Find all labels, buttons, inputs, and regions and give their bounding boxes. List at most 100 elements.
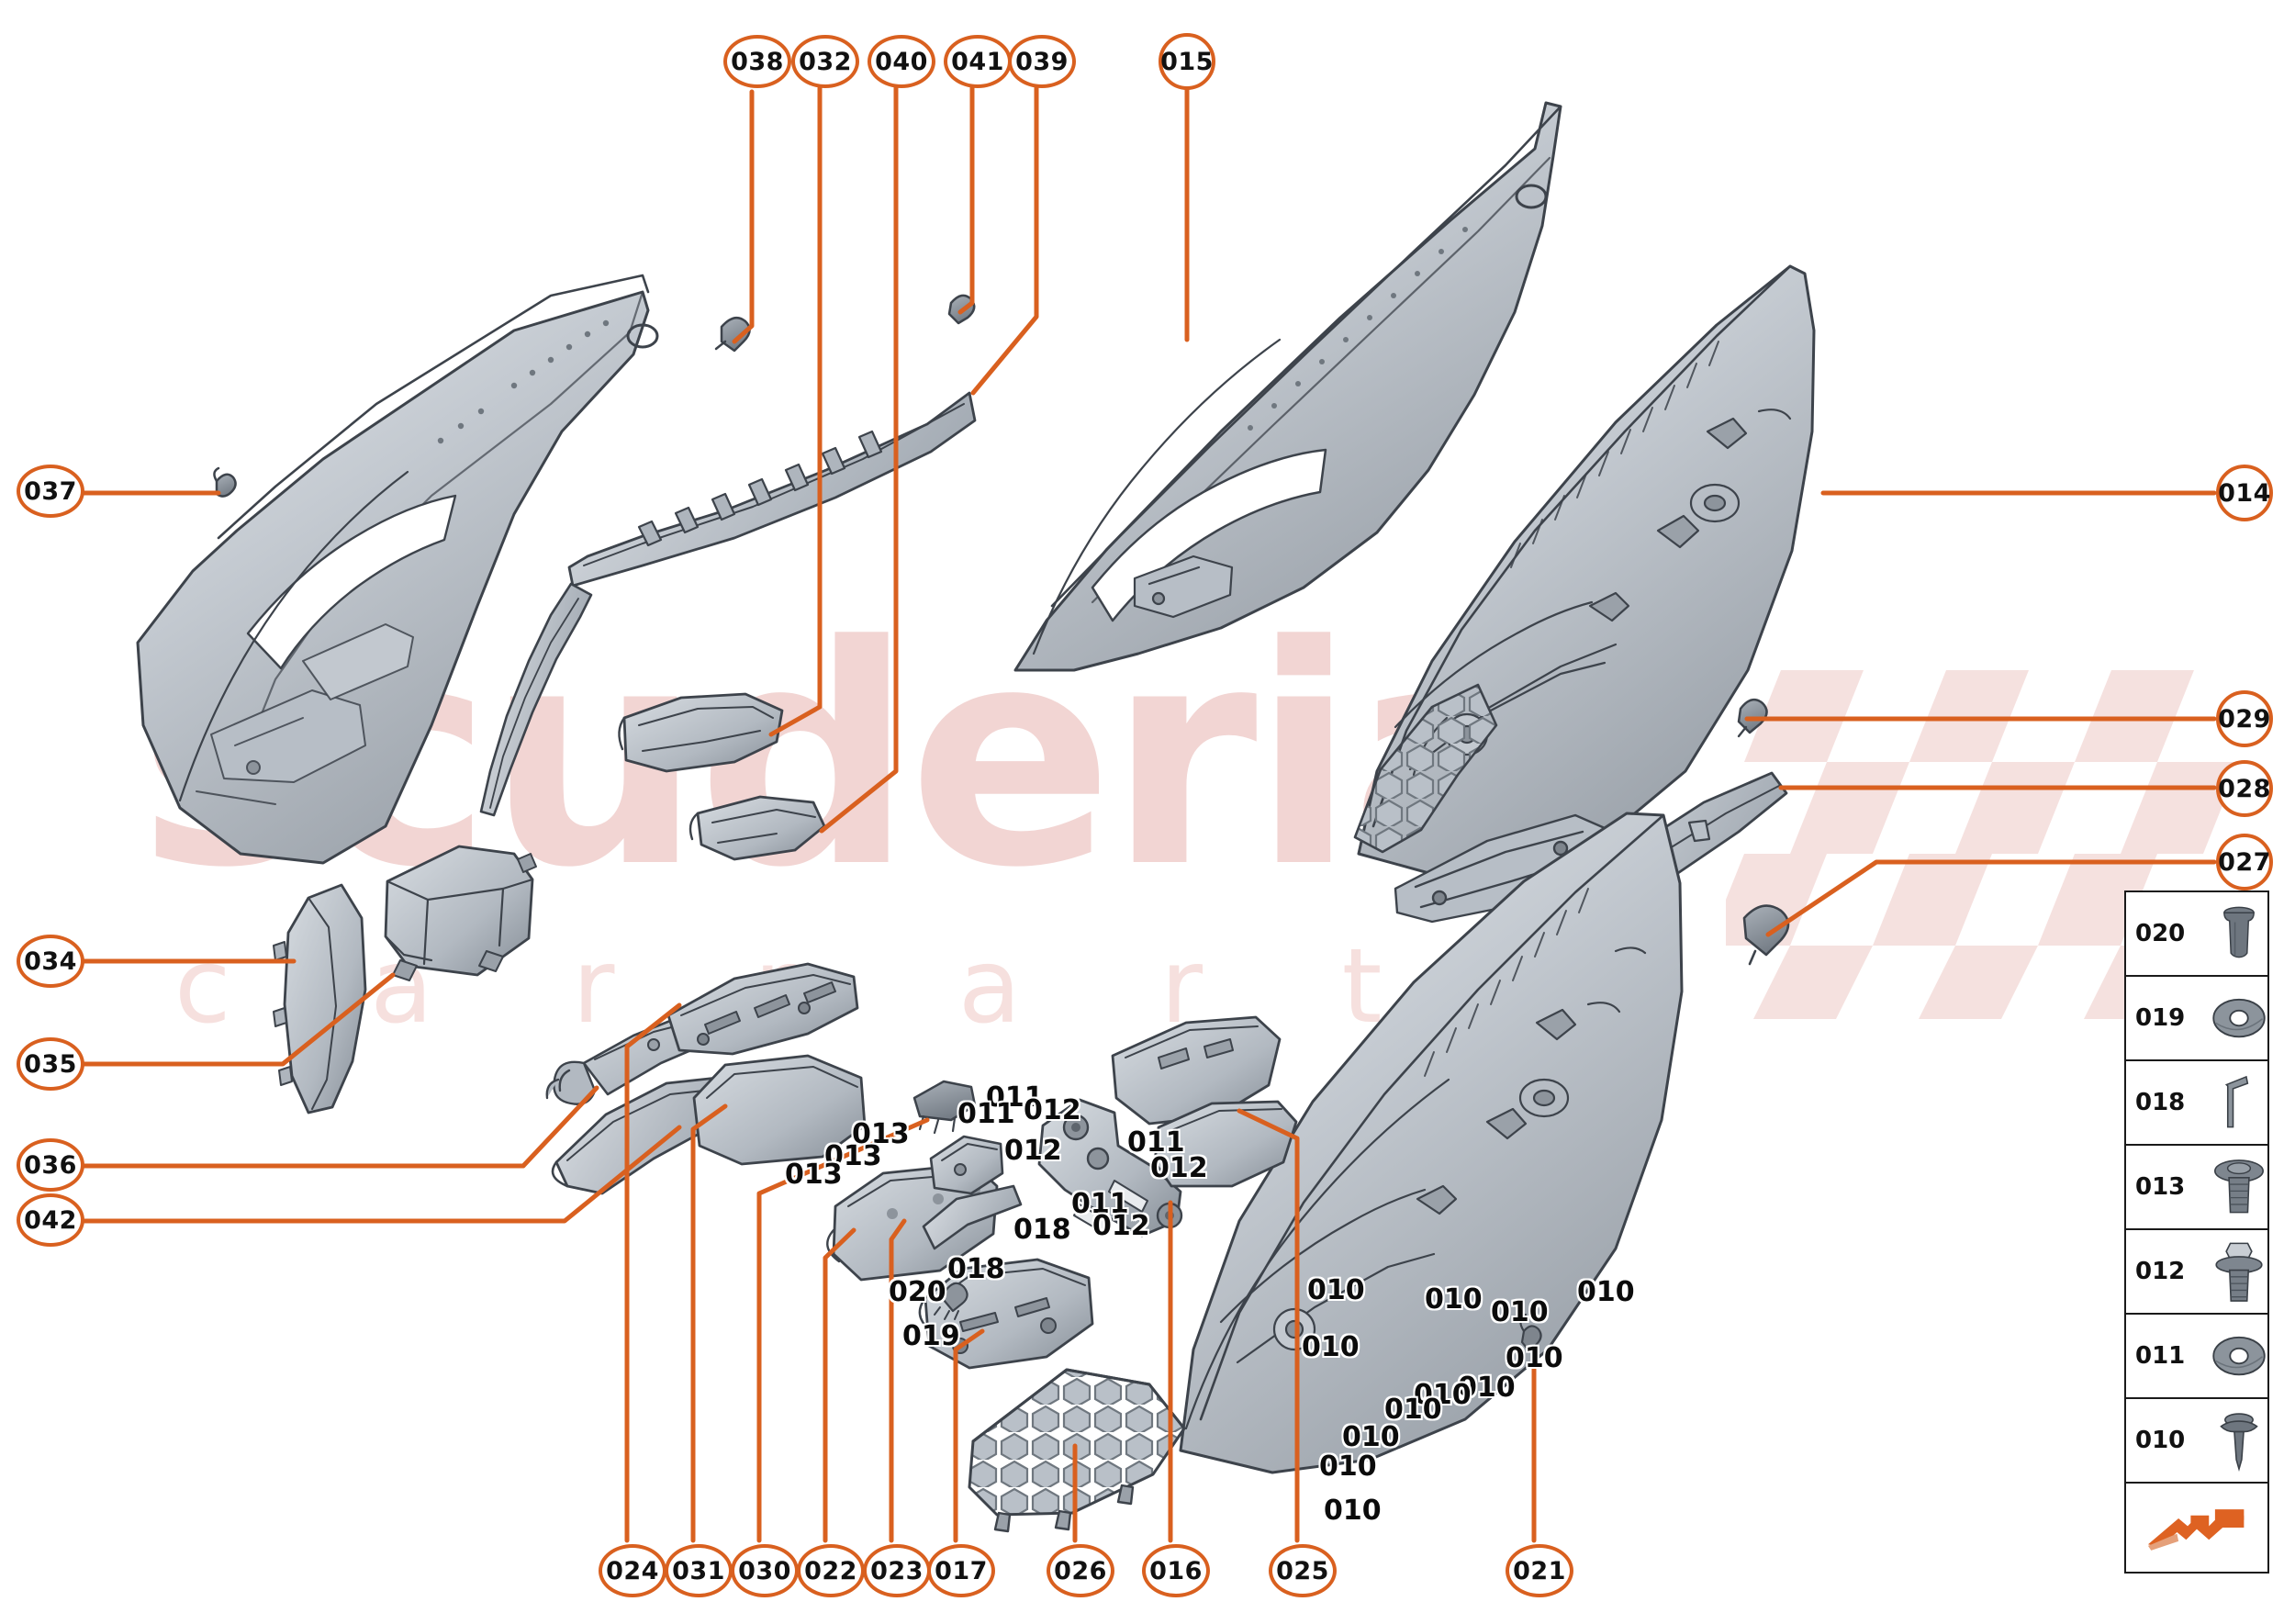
inline-label-011: 011 bbox=[1127, 1126, 1185, 1159]
part-034-side-trim bbox=[273, 883, 367, 1114]
legend-row-018[interactable]: 018 bbox=[2126, 1061, 2267, 1146]
callout-bubble-035[interactable]: 035 bbox=[17, 1037, 84, 1091]
leader-line-032 bbox=[768, 85, 823, 737]
callout-number: 034 bbox=[24, 946, 77, 976]
inline-label-010: 010 bbox=[1319, 1450, 1377, 1483]
callout-number: 016 bbox=[1149, 1556, 1203, 1585]
inline-label-010: 010 bbox=[1506, 1342, 1563, 1374]
callout-bubble-037[interactable]: 037 bbox=[17, 465, 84, 518]
legend-number: 013 bbox=[2135, 1173, 2186, 1201]
part-037-clip bbox=[213, 466, 237, 498]
callout-bubble-014[interactable]: 014 bbox=[2216, 465, 2273, 521]
leader-line-022 bbox=[823, 1227, 856, 1543]
callout-bubble-024[interactable]: 024 bbox=[599, 1544, 666, 1597]
legend-row-012[interactable]: 012 bbox=[2126, 1230, 2267, 1315]
callout-bubble-017[interactable]: 017 bbox=[927, 1544, 995, 1597]
callout-bubble-031[interactable]: 031 bbox=[665, 1544, 733, 1597]
callout-bubble-034[interactable]: 034 bbox=[17, 935, 84, 988]
callout-number: 039 bbox=[1015, 47, 1069, 76]
callout-number: 022 bbox=[804, 1556, 857, 1585]
callout-bubble-027[interactable]: 027 bbox=[2216, 834, 2273, 890]
leader-line-041 bbox=[957, 85, 975, 315]
callout-bubble-026[interactable]: 026 bbox=[1047, 1544, 1114, 1597]
inline-label-013: 013 bbox=[824, 1140, 882, 1172]
leader-line-023 bbox=[889, 1218, 907, 1543]
callout-number: 036 bbox=[24, 1150, 77, 1180]
callout-bubble-036[interactable]: 036 bbox=[17, 1138, 84, 1192]
callout-bubble-042[interactable]: 042 bbox=[17, 1193, 84, 1247]
inline-label-018: 018 bbox=[1013, 1214, 1071, 1246]
inline-label-010: 010 bbox=[1577, 1276, 1635, 1308]
inline-label-012: 012 bbox=[1092, 1210, 1150, 1242]
part-032-handle-trim bbox=[618, 692, 784, 773]
inline-label-012: 012 bbox=[1004, 1135, 1062, 1167]
callout-number: 024 bbox=[606, 1556, 659, 1585]
part-upper-wedge bbox=[1111, 1015, 1282, 1126]
callout-bubble-039[interactable]: 039 bbox=[1008, 35, 1076, 88]
legend-number: 010 bbox=[2135, 1427, 2186, 1454]
inline-label-010: 010 bbox=[1324, 1495, 1382, 1527]
inline-label-013: 013 bbox=[785, 1159, 843, 1191]
callout-number: 027 bbox=[2218, 847, 2271, 877]
part-014-door-carrier bbox=[1353, 264, 1816, 924]
detail-020-019-fasteners bbox=[934, 1282, 968, 1320]
inline-label-020: 020 bbox=[889, 1276, 946, 1308]
part-035-storage-bin bbox=[384, 845, 537, 981]
inline-label-012: 012 bbox=[1150, 1152, 1208, 1184]
leader-line-039 bbox=[970, 85, 1039, 396]
part-023-slim-bar bbox=[922, 1184, 1023, 1250]
callout-number: 021 bbox=[1513, 1556, 1566, 1585]
callout-number: 025 bbox=[1276, 1556, 1329, 1585]
callout-bubble-015[interactable]: 015 bbox=[1159, 33, 1215, 90]
leader-line-038 bbox=[732, 89, 755, 344]
callout-number: 035 bbox=[24, 1049, 77, 1079]
part-030-clip bbox=[912, 1080, 977, 1135]
callout-bubble-016[interactable]: 016 bbox=[1142, 1544, 1210, 1597]
callout-bubble-040[interactable]: 040 bbox=[868, 35, 935, 88]
part-031-switch-panel bbox=[692, 1054, 867, 1166]
leader-line-040 bbox=[819, 85, 899, 834]
legend-number: 018 bbox=[2135, 1089, 2186, 1116]
callout-bubble-030[interactable]: 030 bbox=[731, 1544, 799, 1597]
callout-bubble-021[interactable]: 021 bbox=[1506, 1544, 1573, 1597]
inline-label-010: 010 bbox=[1491, 1296, 1549, 1328]
callout-number: 030 bbox=[738, 1556, 791, 1585]
part-018-small-brackets bbox=[929, 1135, 1004, 1195]
callout-number: 014 bbox=[2218, 478, 2271, 508]
legend-row-020[interactable]: 020 bbox=[2126, 892, 2267, 977]
legend-row-013[interactable]: 013 bbox=[2126, 1146, 2267, 1230]
legend-row-011[interactable]: 011 bbox=[2126, 1315, 2267, 1399]
inline-label-012: 012 bbox=[1024, 1094, 1081, 1126]
callout-bubble-023[interactable]: 023 bbox=[863, 1544, 931, 1597]
legend-number: 019 bbox=[2135, 1004, 2186, 1032]
callout-number: 029 bbox=[2218, 704, 2271, 734]
inline-label-011: 011 bbox=[1071, 1188, 1129, 1220]
legend-number: 012 bbox=[2135, 1258, 2186, 1285]
part-021-screw bbox=[1519, 1313, 1542, 1353]
callout-number: 042 bbox=[24, 1205, 77, 1235]
legend-row-019[interactable]: 019 bbox=[2126, 977, 2267, 1061]
callout-bubble-025[interactable]: 025 bbox=[1269, 1544, 1337, 1597]
inline-label-011: 011 bbox=[986, 1081, 1044, 1114]
callout-number: 032 bbox=[799, 47, 852, 76]
callout-bubble-038[interactable]: 038 bbox=[723, 35, 791, 88]
orange-arrow-logo bbox=[2126, 1484, 2267, 1572]
callout-bubble-028[interactable]: 028 bbox=[2216, 760, 2273, 817]
callout-bubble-029[interactable]: 029 bbox=[2216, 690, 2273, 747]
inline-label-018: 018 bbox=[947, 1253, 1005, 1285]
inline-label-019: 019 bbox=[902, 1320, 960, 1352]
inline-label-013: 013 bbox=[852, 1118, 910, 1150]
legend-logo-row bbox=[2126, 1484, 2267, 1572]
callout-number: 026 bbox=[1054, 1556, 1107, 1585]
callout-bubble-022[interactable]: 022 bbox=[797, 1544, 865, 1597]
washer-icon bbox=[2211, 1315, 2267, 1397]
callout-number: 040 bbox=[875, 47, 928, 76]
rivet-pin-icon bbox=[2211, 892, 2267, 975]
legend-row-010[interactable]: 010 bbox=[2126, 1399, 2267, 1484]
part-038-clip bbox=[714, 316, 751, 353]
callout-bubble-041[interactable]: 041 bbox=[944, 35, 1012, 88]
callout-bubble-032[interactable]: 032 bbox=[791, 35, 859, 88]
clip-hook-icon bbox=[2211, 1061, 2267, 1144]
callout-number: 015 bbox=[1160, 47, 1214, 76]
legend-number: 011 bbox=[2135, 1342, 2186, 1370]
